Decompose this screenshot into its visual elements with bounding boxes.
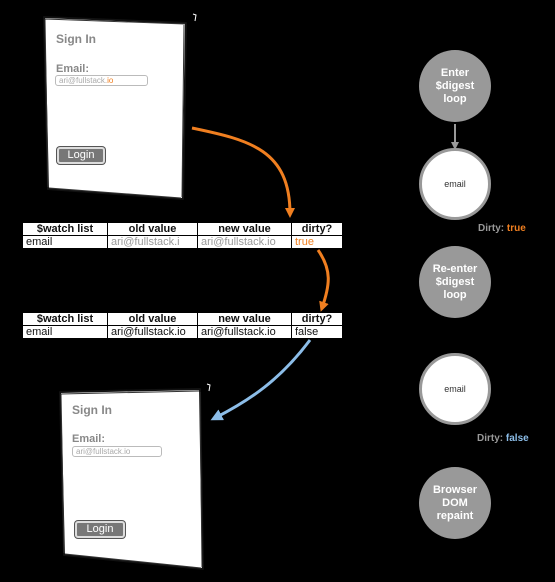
col-header-watch-list: $watch list [22, 312, 108, 326]
dirty-label: Dirty: [477, 433, 504, 444]
col-header-old-value: old value [107, 222, 198, 236]
col-header-new-value: new value [197, 312, 292, 326]
bottom-form-title: Sign In [72, 403, 112, 417]
dirty-indicator-1: Dirty: true [478, 223, 526, 234]
cell-old-value: ari@fullstack.io [107, 325, 198, 339]
cell-watch: email [22, 235, 108, 249]
step-reenter-line-3: loop [443, 288, 467, 301]
step-email-label: email [444, 384, 466, 394]
col-header-new-value: new value [197, 222, 292, 236]
step-reenter-digest: Re-enter $digest loop [419, 246, 491, 318]
watch-table-1: $watch list old value new value dirty? e… [22, 222, 343, 249]
step-enter-line-2: $digest [435, 79, 475, 92]
bottom-email-input[interactable]: ari@fullstack.io [72, 446, 162, 457]
top-email-value: ari@fullstack. [59, 76, 108, 85]
top-login-button[interactable]: Login [57, 147, 105, 164]
step-email-label: email [444, 179, 466, 189]
col-header-dirty: dirty? [291, 312, 343, 326]
step-email-check-1: email [419, 148, 491, 220]
watch-table-header: $watch list old value new value dirty? [22, 222, 343, 236]
dirty-indicator-2: Dirty: false [477, 433, 529, 444]
table-row: email ari@fullstack.i ari@fullstack.io t… [22, 235, 343, 249]
watch-table-2: $watch list old value new value dirty? e… [22, 312, 343, 339]
step-enter-digest: Enter $digest loop [419, 50, 491, 122]
bottom-email-label: Email: [72, 433, 106, 445]
col-header-watch-list: $watch list [22, 222, 108, 236]
step-reenter-line-1: Re-enter [432, 262, 478, 275]
step-repaint-line-1: Browser [432, 483, 478, 496]
step-reenter-line-2: $digest [435, 275, 475, 288]
col-header-old-value: old value [107, 312, 198, 326]
step-dom-repaint: Browser DOM repaint [419, 467, 491, 539]
col-header-dirty: dirty? [291, 222, 343, 236]
step-email-check-2: email [419, 353, 491, 425]
cell-watch: email [22, 325, 108, 339]
dirty-value: false [505, 433, 529, 444]
cell-old-value: ari@fullstack.i [107, 235, 198, 249]
top-email-label: Email: [56, 63, 90, 75]
dirty-value: true [506, 223, 526, 234]
arrow-table1-to-table2 [316, 249, 330, 312]
step-repaint-line-2: DOM [442, 496, 468, 509]
cell-new-value: ari@fullstack.io [197, 325, 292, 339]
top-email-typed-char: io [107, 76, 114, 85]
top-email-input[interactable]: ari@fullstack.io [55, 75, 148, 86]
dirty-label: Dirty: [478, 223, 505, 234]
table-row: email ari@fullstack.io ari@fullstack.io … [22, 325, 343, 339]
arrow-form-to-table1 [191, 126, 295, 218]
cell-dirty: true [291, 235, 343, 249]
step-enter-line-1: Enter [440, 66, 470, 79]
cell-dirty: false [291, 325, 343, 339]
bottom-login-button[interactable]: Login [75, 521, 125, 538]
step-repaint-line-3: repaint [436, 509, 474, 522]
cell-new-value: ari@fullstack.io [197, 235, 292, 249]
step-enter-line-3: loop [443, 92, 467, 105]
arrow-table2-to-form [210, 339, 312, 421]
top-form-title: Sign In [56, 32, 96, 46]
watch-table-header: $watch list old value new value dirty? [22, 312, 343, 326]
